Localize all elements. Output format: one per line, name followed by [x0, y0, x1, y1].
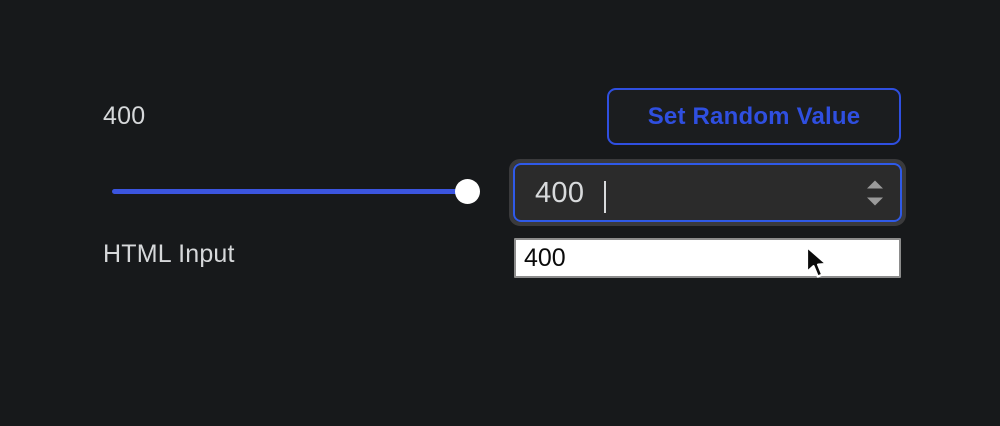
spinbox-inner[interactable]: 400 — [513, 163, 902, 222]
spin-down-arrow-icon[interactable] — [867, 197, 883, 205]
value-spinbox[interactable]: 400 — [509, 159, 906, 226]
html-input-field[interactable] — [514, 238, 901, 278]
spinbox-arrows[interactable] — [867, 180, 883, 205]
slider-value-label: 400 — [103, 102, 146, 130]
slider-thumb[interactable] — [455, 179, 480, 204]
spinbox-value: 400 — [535, 176, 585, 209]
text-caret — [604, 181, 606, 213]
slider-track[interactable] — [112, 189, 467, 194]
value-slider[interactable] — [112, 176, 480, 206]
spin-up-arrow-icon[interactable] — [867, 180, 883, 188]
html-input-label: HTML Input — [103, 240, 235, 268]
set-random-value-button[interactable]: Set Random Value — [607, 88, 901, 145]
